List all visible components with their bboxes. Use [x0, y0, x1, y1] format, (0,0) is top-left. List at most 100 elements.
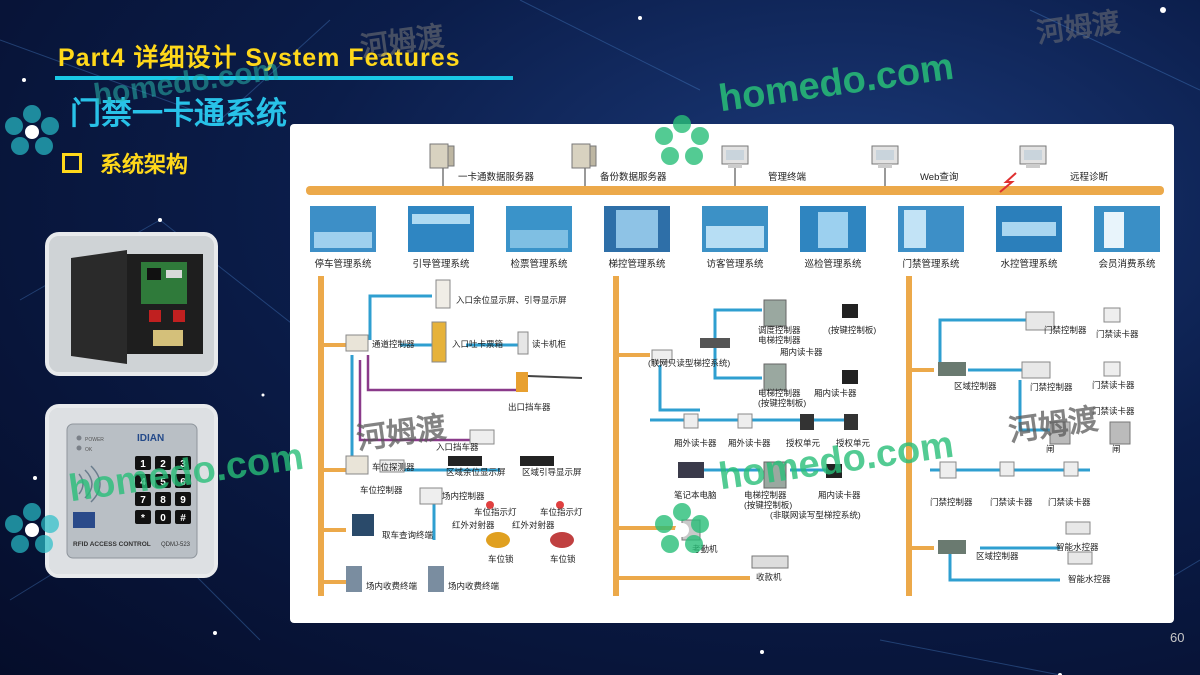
access-devices: [938, 307, 1131, 565]
elevator-label: 厢内读卡器: [814, 388, 857, 398]
subsystem-label: 检票管理系统: [510, 258, 568, 270]
title-underline: [55, 76, 513, 80]
elevator-label: 授权单元: [786, 438, 821, 448]
checkbox-icon: [62, 153, 82, 173]
svg-text:8: 8: [160, 495, 166, 506]
elevator-label: 电梯控制器: [758, 335, 801, 345]
parking-label: 通道控制器: [372, 339, 415, 349]
elevator-label: 厢内读卡器: [780, 347, 823, 357]
section-label: 系统架构: [100, 152, 189, 177]
svg-text:OK: OK: [85, 447, 93, 453]
keypad-brand: IDIAN: [137, 433, 164, 444]
elevator-label: 电梯控制器: [758, 388, 801, 398]
server-label: 一卡通数据服务器: [458, 171, 535, 183]
elevator-label: (联网只读型梯控系统): [648, 358, 730, 368]
section-heading: 系统架构: [62, 147, 188, 179]
elevator-label: 收款机: [756, 572, 782, 582]
elevator-label: 厢外读卡器: [674, 438, 717, 448]
server-icon: [429, 143, 455, 169]
controller-box-image: [49, 236, 214, 372]
parking-label: 车位锁: [488, 554, 514, 564]
parking-label: 车位指示灯: [540, 507, 583, 517]
page-subtitle: 门禁一卡通系统: [70, 96, 287, 131]
parking-label: 车位控制器: [360, 485, 403, 495]
svg-text:#: #: [180, 513, 186, 524]
access-label: 门禁控制器: [1044, 325, 1087, 335]
elevator-label: (按键控制板): [758, 398, 806, 408]
parking-label: 场内收费终端: [448, 581, 500, 591]
page-number: 60: [1170, 630, 1185, 645]
keypad-model: QDMJ-523: [161, 542, 191, 548]
parking-label: 入口余位显示屏、引导显示屏: [456, 295, 567, 305]
access-label: 门禁读卡器: [1096, 329, 1139, 339]
keypad-label: RFID ACCESS CONTROL: [73, 541, 151, 548]
svg-text:*: *: [141, 513, 145, 524]
remote-diagnosis-icon: [1019, 145, 1047, 168]
svg-text:POWER: POWER: [85, 437, 104, 443]
parking-label: 车位探测器: [372, 462, 415, 472]
svg-text:3: 3: [180, 459, 186, 470]
server-label: Web查询: [920, 171, 958, 183]
parking-label: 红外对射器: [512, 520, 555, 530]
parking-label: 读卡机柜: [532, 339, 567, 349]
subsystem-label: 水控管理系统: [1000, 258, 1058, 270]
subsystem-label: 引导管理系统: [412, 258, 470, 270]
flower-logo-icon: [655, 503, 709, 553]
controller-box-photo: [45, 232, 218, 376]
subsystem-label: 访客管理系统: [706, 258, 764, 270]
server-label: 备份数据服务器: [600, 171, 667, 183]
elevator-label: (按键控制板): [828, 325, 876, 335]
svg-text:1: 1: [140, 459, 146, 470]
subsystem-label: 门禁管理系统: [902, 258, 960, 270]
subsystem-label: 停车管理系统: [314, 258, 372, 270]
diagram-canvas: 一卡通数据服务器 备份数据服务器 管理终端 Web查询 远程诊断 停车管理系统 …: [306, 143, 1164, 596]
flower-logo-icon: [5, 503, 59, 553]
parking-label: 区域余位显示屏: [446, 467, 506, 477]
access-label: 门禁控制器: [930, 497, 973, 507]
server-label: 管理终端: [768, 171, 807, 183]
svg-text:4: 4: [140, 477, 146, 488]
flower-logo-icon: [655, 115, 709, 165]
subsystem-tiles: [310, 206, 1160, 252]
parking-label: 出口挡车器: [508, 402, 551, 412]
elevator-label: 考勤机: [692, 544, 718, 554]
parking-label: 红外对射器: [452, 520, 495, 530]
access-label: 智能水控器: [1056, 542, 1099, 552]
parking-devices: [345, 279, 583, 592]
parking-label: 入口挡车器: [436, 442, 479, 452]
elevator-label: (非联网读写型梯控系统): [770, 510, 861, 520]
svg-text:9: 9: [180, 495, 186, 506]
parking-label: 场内收费终端: [366, 581, 418, 591]
access-label: 区域控制器: [976, 551, 1019, 561]
parking-label: 区域引导显示屏: [522, 467, 582, 477]
page-title: Part4 详细设计 System Features: [58, 44, 461, 72]
subsystem-label: 梯控管理系统: [608, 258, 666, 270]
lightning-icon: [999, 172, 1017, 193]
access-label: 门禁控制器: [1030, 382, 1073, 392]
elevator-label: 笔记本电脑: [674, 490, 717, 500]
elevator-label: 电梯控制器: [744, 490, 787, 500]
svg-text:7: 7: [140, 495, 146, 506]
parking-label: 车位指示灯: [474, 507, 517, 517]
svg-text:6: 6: [180, 477, 186, 488]
elevator-label: 厢内读卡器: [818, 490, 861, 500]
terminal-icon: [721, 145, 749, 168]
parking-label: 入口吐卡票箱: [452, 339, 504, 349]
parking-label: 场内控制器: [442, 491, 485, 501]
access-label: 闸: [1112, 444, 1121, 454]
access-label: 门禁读卡器: [1092, 380, 1135, 390]
subsystem-label: 巡检管理系统: [804, 258, 862, 270]
server-label: 远程诊断: [1070, 171, 1109, 183]
svg-text:2: 2: [160, 459, 166, 470]
svg-text:5: 5: [160, 477, 166, 488]
access-label: 门禁读卡器: [1092, 406, 1135, 416]
access-label: 门禁读卡器: [1048, 497, 1091, 507]
subsystem-label: 会员消费系统: [1098, 258, 1156, 270]
access-label: 门禁读卡器: [990, 497, 1033, 507]
elevator-label: 调度控制器: [758, 325, 801, 335]
network-bus: [306, 186, 1164, 195]
access-label: 智能水控器: [1068, 574, 1111, 584]
architecture-diagram: 一卡通数据服务器 备份数据服务器 管理终端 Web查询 远程诊断 停车管理系统 …: [290, 124, 1174, 623]
